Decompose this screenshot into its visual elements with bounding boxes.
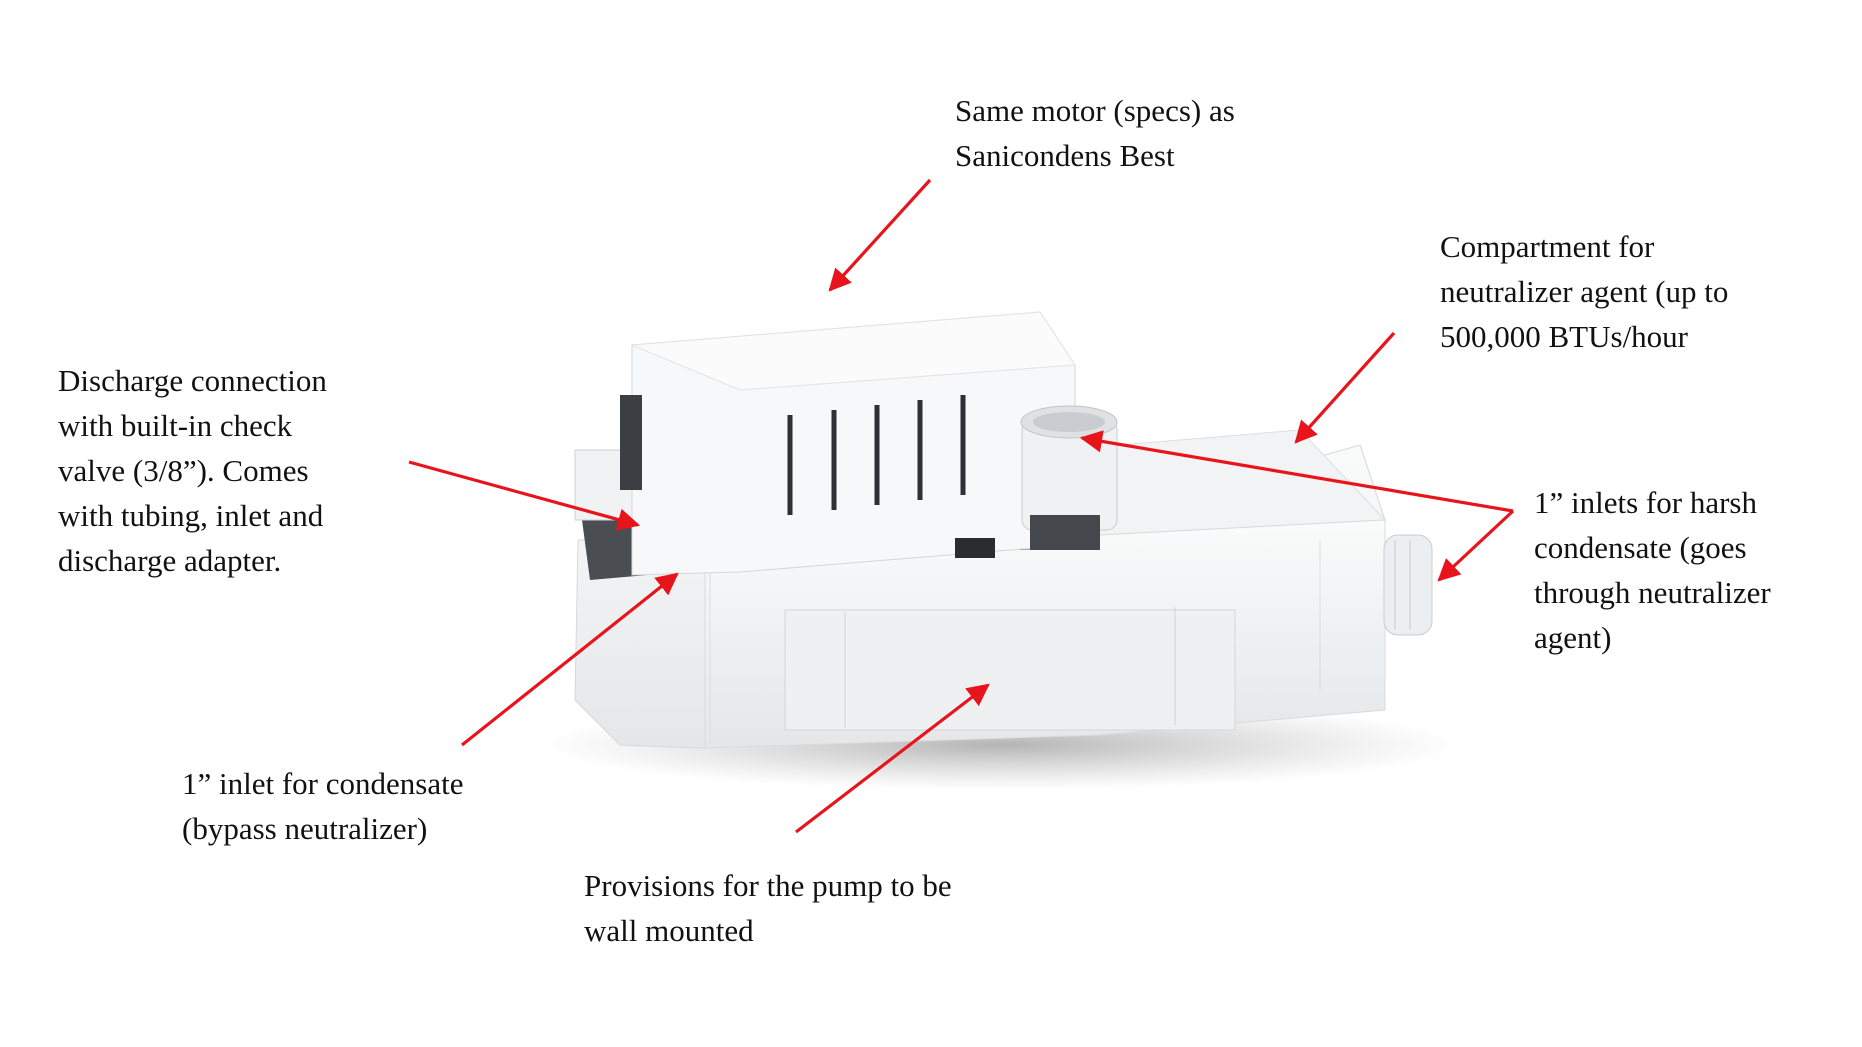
- arrow-discharge: [408, 460, 641, 531]
- callout-motor: Same motor (specs) as Sanicondens Best: [955, 88, 1235, 178]
- callout-line: condensate (goes: [1534, 530, 1747, 565]
- callout-wall-mount: Provisions for the pump to be wall mount…: [584, 863, 952, 953]
- callout-line: 1” inlets for harsh: [1534, 485, 1757, 520]
- callout-line: Provisions for the pump to be: [584, 868, 952, 903]
- callout-line: 1” inlet for condensate: [182, 766, 464, 801]
- arrow-wall-mount: [795, 683, 990, 834]
- arrow-compartment: [1294, 331, 1396, 444]
- callout-line: Sanicondens Best: [955, 138, 1175, 173]
- callout-harsh-inlets: 1” inlets for harsh condensate (goes thr…: [1534, 480, 1771, 660]
- callout-line: Same motor (specs) as: [955, 93, 1235, 128]
- callout-line: with built-in check: [58, 408, 293, 443]
- callout-line: neutralizer agent (up to: [1440, 274, 1729, 309]
- callout-line: through neutralizer: [1534, 575, 1771, 610]
- callout-line: discharge adapter.: [58, 543, 282, 578]
- arrow-harsh-inlet-side: [1437, 509, 1515, 582]
- motor-housing: [620, 311, 1118, 576]
- callout-discharge: Discharge connection with built-in check…: [58, 358, 327, 583]
- callout-bypass-inlet: 1” inlet for condensate (bypass neutrali…: [182, 761, 463, 851]
- callout-compartment: Compartment for neutralizer agent (up to…: [1440, 224, 1728, 359]
- arrow-motor: [828, 178, 932, 292]
- callout-line: agent): [1534, 620, 1612, 655]
- callout-line: Compartment for: [1440, 229, 1655, 264]
- callout-line: valve (3/8”). Comes: [58, 453, 309, 488]
- arrow-bypass-inlet: [461, 572, 679, 747]
- arrow-harsh-inlet-top: [1079, 430, 1514, 513]
- callout-line: 500,000 BTUs/hour: [1440, 319, 1688, 354]
- callout-line: (bypass neutralizer): [182, 811, 428, 846]
- callout-line: Discharge connection: [58, 363, 327, 398]
- callout-line: with tubing, inlet and: [58, 498, 324, 533]
- callout-line: wall mounted: [584, 913, 754, 948]
